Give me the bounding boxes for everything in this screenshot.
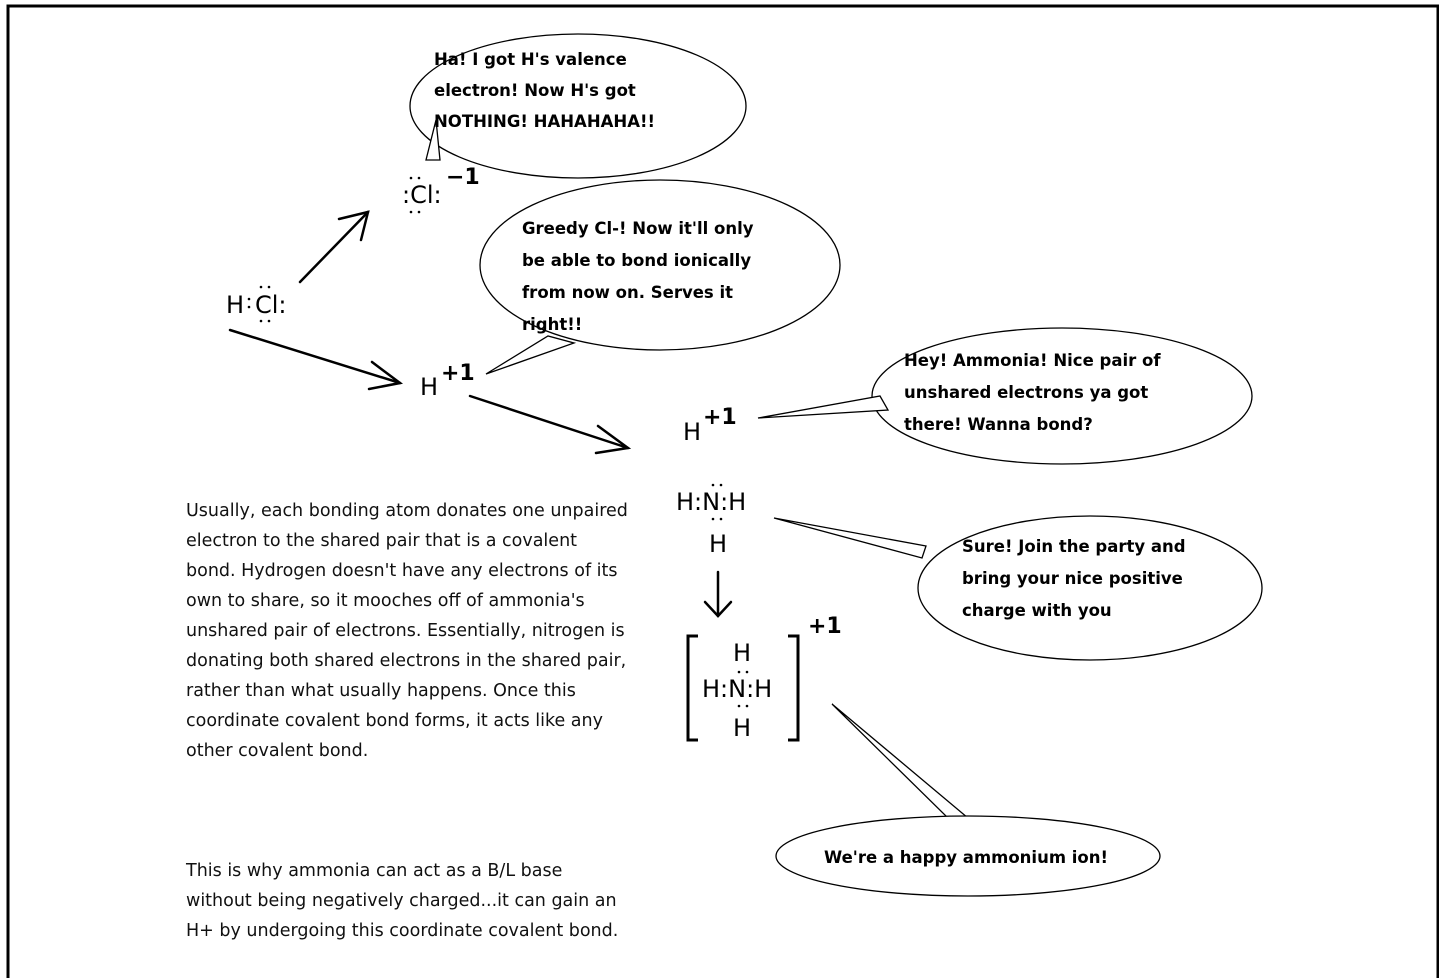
hydrogen-ion-1: H +1	[420, 361, 475, 401]
bubble-ammonia-reply-tail	[773, 517, 927, 559]
bubble-cl-tail	[425, 119, 441, 161]
chloride-ion: :Cl: −1	[402, 165, 480, 214]
hydrogen-ion-2-symbol: H	[683, 418, 701, 446]
ammonia-electron-dots	[711, 483, 723, 521]
bubble-h-plus-line: right!!	[522, 315, 582, 334]
bubble-ammonium-line: We're a happy ammonium ion!	[824, 848, 1108, 867]
hcl-electron-dots	[247, 285, 271, 323]
chloride-charge: −1	[446, 165, 480, 190]
ammonium-left-bracket	[686, 634, 698, 742]
bubble-ammonia-ask-shape	[871, 327, 1253, 465]
bubble-ammonia-ask-line: there! Wanna bond?	[904, 415, 1093, 434]
bubble-cl-line: electron! Now H's got	[434, 81, 636, 100]
arrow-hcl-to-h	[228, 328, 404, 391]
ammonium-ion: H H:N:H H +1	[686, 614, 842, 742]
hcl-molecule: H Cl:	[226, 285, 287, 323]
hydrogen-ion-2: H +1	[683, 405, 737, 446]
arrow-h-to-ammonia	[468, 394, 632, 455]
ammonium-bottom-h: H	[733, 714, 751, 742]
bubble-ammonia-ask-line: unshared electrons ya got	[904, 383, 1148, 402]
bubble-h-plus-shape	[479, 179, 841, 351]
ammonia-molecule: H:N:H H	[676, 483, 746, 558]
bubble-ammonia-ask-tail	[757, 395, 890, 419]
arrow-ammonia-to-ammonium	[703, 570, 733, 618]
bubble-cl: Ha! I got H's valence electron! Now H's …	[409, 33, 747, 179]
ammonium-row: H:N:H	[702, 675, 772, 703]
chloride-symbol: :Cl:	[402, 181, 442, 209]
bubble-h-plus: Greedy Cl-! Now it'll only be able to bo…	[479, 179, 841, 375]
hcl-h: H	[226, 291, 244, 319]
page-border	[6, 4, 1439, 978]
bubble-ammonia-reply: Sure! Join the party and bring your nice…	[773, 515, 1263, 661]
explanation-paragraph-2: This is why ammonia can act as a B/L bas…	[186, 861, 619, 941]
bubble-h-plus-line: be able to bond ionically	[522, 251, 751, 270]
hydrogen-ion-2-charge: +1	[703, 405, 737, 430]
bubble-ammonia-reply-line: Sure! Join the party and	[962, 537, 1186, 556]
bubble-h-plus-line: from now on. Serves it	[522, 283, 733, 302]
ammonium-top-h: H	[733, 639, 751, 667]
hcl-cl: Cl:	[255, 291, 287, 319]
bubble-ammonia-reply-line: bring your nice positive	[962, 569, 1183, 588]
bubble-ammonia-reply-line: charge with you	[962, 601, 1112, 620]
bubble-cl-line: NOTHING! HAHAHAHA!!	[434, 112, 655, 131]
ammonium-charge: +1	[808, 614, 842, 639]
arrow-hcl-to-cl	[298, 210, 370, 284]
bubble-ammonium-shape	[775, 815, 1161, 897]
bubble-h-plus-tail	[485, 335, 577, 375]
bubble-ammonia-ask-line: Hey! Ammonia! Nice pair of	[904, 351, 1161, 370]
hydrogen-ion-1-symbol: H	[420, 373, 438, 401]
hydrogen-ion-1-charge: +1	[441, 361, 475, 386]
ammonia-row: H:N:H	[676, 488, 746, 516]
bubble-cl-line: Ha! I got H's valence	[434, 50, 627, 69]
bubble-ammonium: We're a happy ammonium ion!	[775, 703, 1161, 897]
bubble-ammonia-ask: Hey! Ammonia! Nice pair of unshared elec…	[757, 327, 1253, 465]
bubble-ammonia-reply-shape	[917, 515, 1263, 661]
reaction-arrows	[228, 210, 733, 618]
chloride-electron-dots	[409, 176, 421, 214]
bubble-cl-shape	[409, 33, 747, 179]
bubble-ammonium-tail	[831, 703, 970, 821]
explanation-paragraph-1: Usually, each bonding atom donates one u…	[186, 501, 628, 761]
ammonium-right-bracket	[788, 634, 800, 742]
ammonia-bottom-h: H	[709, 530, 727, 558]
bubble-h-plus-line: Greedy Cl-! Now it'll only	[522, 219, 754, 238]
ammonium-electron-dots	[737, 670, 749, 708]
